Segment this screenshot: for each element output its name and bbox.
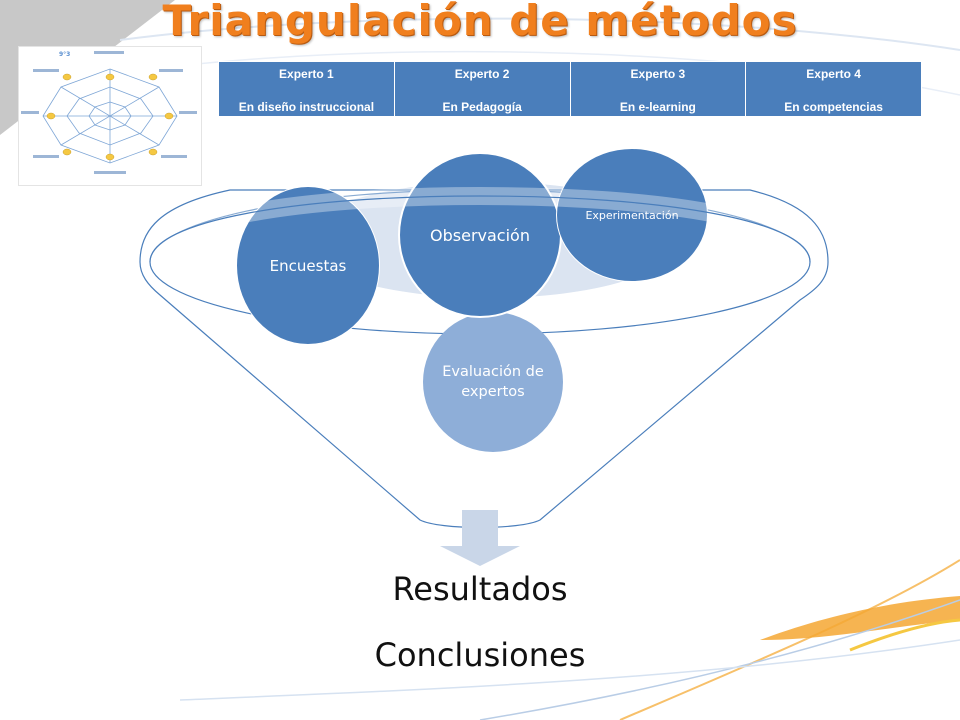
swoosh-bottom-yellow xyxy=(849,618,960,652)
swoosh-top xyxy=(119,17,960,51)
thumbnail-label: 9°3 xyxy=(59,51,71,58)
expert-name: Experto 4 xyxy=(806,67,861,81)
expert-name: Experto 3 xyxy=(630,67,686,81)
funnel-spout xyxy=(462,510,498,546)
method-experimentacion: Experimentación xyxy=(556,148,708,282)
expert-cell-4: Experto 4 En competencias xyxy=(745,62,921,116)
method-encuestas: Encuestas xyxy=(236,186,380,345)
radar-thumbnail: 9°3 xyxy=(18,46,202,186)
expert-field: En diseño instruccional xyxy=(238,100,375,114)
method-evaluacion-expertos: Evaluación de expertos xyxy=(423,312,563,452)
expert-cell-1: Experto 1 En diseño instruccional xyxy=(219,62,394,116)
expert-cell-3: Experto 3 En e-learning xyxy=(569,62,746,116)
expert-name: Experto 2 xyxy=(454,67,510,81)
method-label: Experimentación xyxy=(585,208,679,222)
radar-diagram-icon xyxy=(21,51,197,174)
experts-table: Experto 1 En diseño instruccional Expert… xyxy=(218,61,922,117)
expert-field: En e-learning xyxy=(619,100,696,114)
expert-name: Experto 1 xyxy=(279,67,334,81)
method-label: Encuestas xyxy=(269,256,347,275)
method-label: Observación xyxy=(430,225,530,245)
expert-field: En competencias xyxy=(784,100,883,114)
method-observacion: Observación xyxy=(398,152,562,318)
page-title: Triangulación de métodos xyxy=(162,0,798,45)
method-label: Evaluación de expertos xyxy=(442,363,544,400)
swoosh-bottom-orange-2 xyxy=(760,596,960,640)
expert-cell-2: Experto 2 En Pedagogía xyxy=(393,62,570,116)
output-conclusiones: Conclusiones xyxy=(374,636,586,674)
output-resultados: Resultados xyxy=(392,570,568,608)
funnel-arrow xyxy=(440,546,520,566)
expert-field: En Pedagogía xyxy=(442,100,522,114)
swoosh-bottom-blue-2 xyxy=(179,639,960,701)
swoosh-bottom-orange xyxy=(619,559,960,720)
